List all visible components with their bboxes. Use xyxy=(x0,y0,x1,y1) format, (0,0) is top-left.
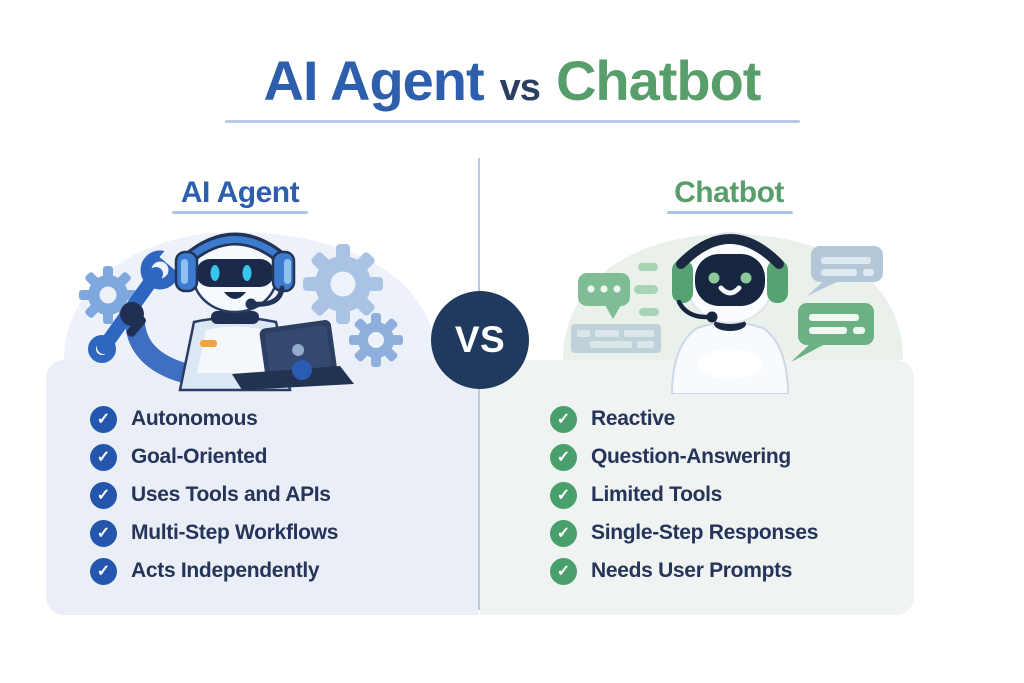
headphone-earcup xyxy=(767,260,788,303)
check-icon: ✓ xyxy=(550,481,577,509)
list-item: ✓ Reactive xyxy=(550,400,818,438)
robot-visor xyxy=(196,259,274,287)
page-title: AI Agent vs Chatbot xyxy=(0,48,1024,113)
robot-fist xyxy=(292,360,312,380)
robot-eye xyxy=(740,272,752,284)
title-underline xyxy=(225,120,800,123)
chatbot-feature-list: ✓ Reactive ✓ Question-Answering ✓ Limite… xyxy=(550,400,818,590)
list-item-label: Reactive xyxy=(591,407,675,430)
robot-mouth xyxy=(224,292,246,299)
title-vs: vs xyxy=(499,67,541,109)
keyboard-panel-icon xyxy=(571,324,661,353)
title-chatbot: Chatbot xyxy=(555,49,762,112)
list-item: ✓ Needs User Prompts xyxy=(550,552,818,590)
robot-eye xyxy=(242,265,252,281)
check-icon: ✓ xyxy=(90,481,117,509)
list-item-label: Multi-Step Workflows xyxy=(131,521,339,544)
check-icon: ✓ xyxy=(90,405,117,433)
chat-bubble-icon xyxy=(578,273,630,319)
title-ai-agent: AI Agent xyxy=(263,49,485,112)
list-item-label: Uses Tools and APIs xyxy=(131,483,331,506)
chat-bubble-icon xyxy=(791,303,874,362)
check-icon: ✓ xyxy=(550,405,577,433)
list-item-label: Acts Independently xyxy=(131,559,320,582)
text-dashes xyxy=(634,263,659,316)
list-item: ✓ Question-Answering xyxy=(550,438,818,476)
list-item-label: Single-Step Responses xyxy=(591,521,819,544)
list-item-label: Needs User Prompts xyxy=(591,559,793,582)
list-item-label: Limited Tools xyxy=(591,483,723,506)
list-item-label: Autonomous xyxy=(131,407,258,430)
robot-eye xyxy=(210,265,220,281)
robot-collar xyxy=(211,311,259,324)
agent-feature-list: ✓ Autonomous ✓ Goal-Oriented ✓ Uses Tool… xyxy=(90,400,338,590)
check-icon: ✓ xyxy=(550,519,577,547)
laptop-icon xyxy=(232,320,354,390)
check-icon: ✓ xyxy=(90,443,117,471)
check-icon: ✓ xyxy=(90,557,117,585)
gear-icon xyxy=(349,313,403,367)
list-item: ✓ Limited Tools xyxy=(550,476,818,514)
list-item: ✓ Single-Step Responses xyxy=(550,514,818,552)
chatbot-header-underline xyxy=(667,211,793,214)
check-icon: ✓ xyxy=(550,557,577,585)
list-item: ✓ Multi-Step Workflows xyxy=(90,514,338,552)
chat-bubble-icon xyxy=(807,246,883,296)
vs-badge: VS xyxy=(431,291,529,389)
list-item-label: Question-Answering xyxy=(591,445,791,468)
robot-face-panel xyxy=(695,254,765,306)
chest-badge xyxy=(200,340,217,347)
list-item: ✓ Acts Independently xyxy=(90,552,338,590)
check-icon: ✓ xyxy=(550,443,577,471)
robot-mouth xyxy=(718,285,742,296)
robot-head xyxy=(174,232,296,314)
agent-column-header: AI Agent xyxy=(180,176,300,209)
gear-icon xyxy=(303,244,383,324)
list-item: ✓ Uses Tools and APIs xyxy=(90,476,338,514)
microphone-icon xyxy=(676,299,712,320)
list-item-label: Goal-Oriented xyxy=(131,445,268,468)
microphone-icon xyxy=(251,285,285,307)
list-item: ✓ Goal-Oriented xyxy=(90,438,338,476)
list-item: ✓ Autonomous xyxy=(90,400,338,438)
headphone-earcup xyxy=(672,260,693,303)
robot-body xyxy=(670,317,790,394)
agent-panel xyxy=(46,360,478,615)
headphone-band xyxy=(676,234,784,269)
chatbot-robot-illustration-icon xyxy=(563,232,903,394)
robot-eye xyxy=(708,272,720,284)
robot-head xyxy=(672,232,788,324)
agent-header-underline xyxy=(172,211,308,214)
check-icon: ✓ xyxy=(90,519,117,547)
chatbot-column-header: Chatbot xyxy=(674,176,784,209)
ai-agent-robot-illustration-icon xyxy=(64,232,436,392)
